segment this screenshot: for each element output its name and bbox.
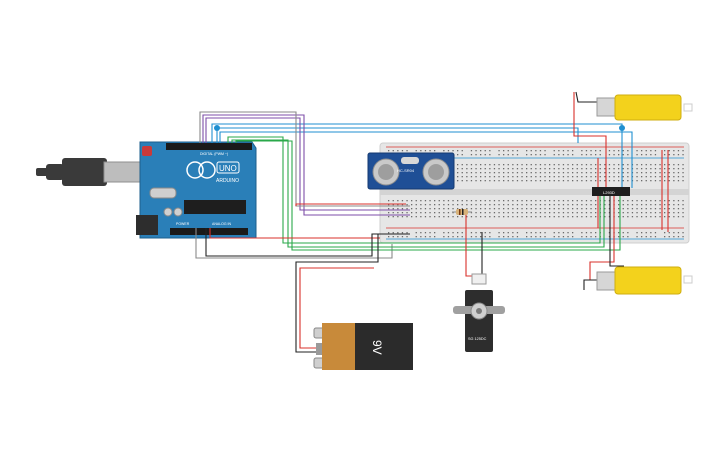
wire-green[interactable] [231, 139, 605, 248]
usb-cable [46, 164, 64, 180]
wire-gray[interactable] [195, 228, 393, 259]
wire-black[interactable] [583, 279, 600, 290]
resistor[interactable] [452, 209, 472, 215]
reset-button[interactable] [142, 146, 152, 156]
wire-red[interactable] [209, 228, 380, 239]
dc-motor-top[interactable] [596, 94, 693, 121]
arduino-model: UNO [219, 164, 237, 173]
wire-red[interactable] [573, 92, 607, 188]
servo-motor[interactable]: SG 125DC [453, 273, 505, 352]
dc-motor-bottom[interactable] [596, 266, 693, 295]
wire-black[interactable] [609, 195, 624, 267]
arduino-logo-icon [186, 161, 204, 179]
wire-purple[interactable] [202, 114, 410, 216]
sensor-label: HC-SR04 [397, 168, 415, 173]
wire-green[interactable] [235, 140, 621, 251]
wire-red[interactable] [295, 203, 406, 206]
analog-label: ANALOG IN [212, 222, 232, 226]
digital-label: DIGITAL (PWM ~) [200, 152, 228, 156]
wire-red[interactable] [299, 267, 374, 349]
battery-9v[interactable]: 9V [313, 323, 413, 370]
wire-green[interactable] [227, 136, 601, 244]
motor-driver-label: L293D [603, 190, 615, 195]
usb-cable-plug [36, 168, 48, 176]
wire-blue[interactable] [219, 131, 633, 188]
wires[interactable] [195, 91, 669, 353]
breadboard[interactable] [379, 142, 690, 244]
battery-label: 9V [370, 340, 384, 355]
wire-blue[interactable] [211, 123, 623, 188]
motor-driver-chip[interactable]: L293D [592, 187, 630, 196]
usb-cable-head [62, 158, 107, 186]
ultrasonic-sensor[interactable]: HC-SR04 [367, 152, 455, 190]
servo-label: SG 125DC [468, 337, 487, 341]
wire-black[interactable] [575, 91, 600, 103]
analog-power-header[interactable] [170, 228, 248, 235]
power-jack [136, 215, 158, 235]
wire-red[interactable] [589, 195, 615, 280]
wire-gray[interactable] [199, 111, 410, 207]
power-label: POWER [176, 222, 190, 226]
atmega-chip [184, 200, 246, 214]
wire-purple[interactable] [205, 117, 410, 211]
usb-connector [103, 161, 141, 183]
arduino-uno-board[interactable]: ARDUINO UNO DIGITAL (PWM ~) POWER ANALOG… [36, 141, 257, 239]
digital-header[interactable] [166, 143, 252, 150]
arduino-brand: ARDUINO [216, 178, 239, 184]
wire-black[interactable] [295, 234, 379, 353]
wire-black[interactable] [205, 228, 410, 257]
